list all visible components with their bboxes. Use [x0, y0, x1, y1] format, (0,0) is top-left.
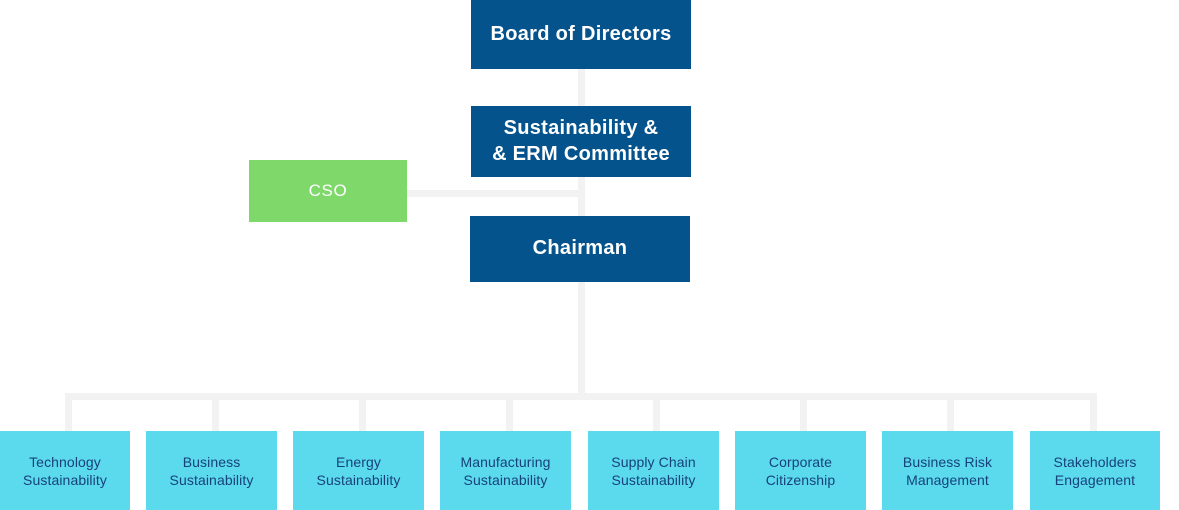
node-board-of-directors-label: Board of Directors	[490, 22, 672, 45]
connector-drop-3	[359, 399, 366, 432]
leaf-node-label: Technology Sustainability	[23, 454, 107, 488]
node-sustainability-erm-committee-label: Sustainability & & ERM Committee	[492, 116, 670, 165]
leaf-node-label: Stakeholders Engagement	[1053, 454, 1137, 488]
node-chairman[interactable]: Chairman	[470, 216, 690, 282]
leaf-node-label: Manufacturing Sustainability	[460, 454, 551, 488]
leaf-node-energy-sustainability[interactable]: Energy Sustainability	[293, 431, 424, 510]
connector-drop-1	[65, 399, 72, 432]
node-chairman-label: Chairman	[532, 237, 628, 260]
node-sustainability-erm-committee[interactable]: Sustainability & & ERM Committee	[471, 106, 691, 177]
leaf-node-manufacturing-sustainability[interactable]: Manufacturing Sustainability	[440, 431, 571, 510]
connector-drop-5	[653, 399, 660, 432]
leaf-node-label: Supply Chain Sustainability	[611, 454, 696, 488]
connector-cso-to-trunk	[406, 190, 585, 197]
node-cso[interactable]: CSO	[249, 160, 407, 222]
connector-board-to-committee	[578, 69, 585, 107]
connector-drop-4	[506, 399, 513, 432]
connector-drop-6	[800, 399, 807, 432]
leaf-node-label: Energy Sustainability	[316, 454, 401, 488]
leaf-node-label: Corporate Citizenship	[765, 454, 836, 488]
connector-committee-to-chairman	[578, 177, 585, 217]
leaf-node-label: Business Sustainability	[169, 454, 254, 488]
node-board-of-directors[interactable]: Board of Directors	[471, 0, 691, 69]
connector-drop-8	[1090, 399, 1097, 432]
leaf-node-technology-sustainability[interactable]: Technology Sustainability	[0, 431, 130, 510]
node-cso-label: CSO	[308, 181, 348, 201]
connector-chairman-trunk	[578, 282, 585, 399]
leaf-node-corporate-citizenship[interactable]: Corporate Citizenship	[735, 431, 866, 510]
connector-drop-7	[947, 399, 954, 432]
leaf-node-business-risk-management[interactable]: Business Risk Management	[882, 431, 1013, 510]
connector-distribution-bus	[65, 393, 1097, 400]
leaf-node-label: Business Risk Management	[902, 454, 993, 488]
leaf-node-stakeholders-engagement[interactable]: Stakeholders Engagement	[1030, 431, 1160, 510]
leaf-node-supply-chain-sustainability[interactable]: Supply Chain Sustainability	[588, 431, 719, 510]
leaf-node-business-sustainability[interactable]: Business Sustainability	[146, 431, 277, 510]
connector-drop-2	[212, 399, 219, 432]
